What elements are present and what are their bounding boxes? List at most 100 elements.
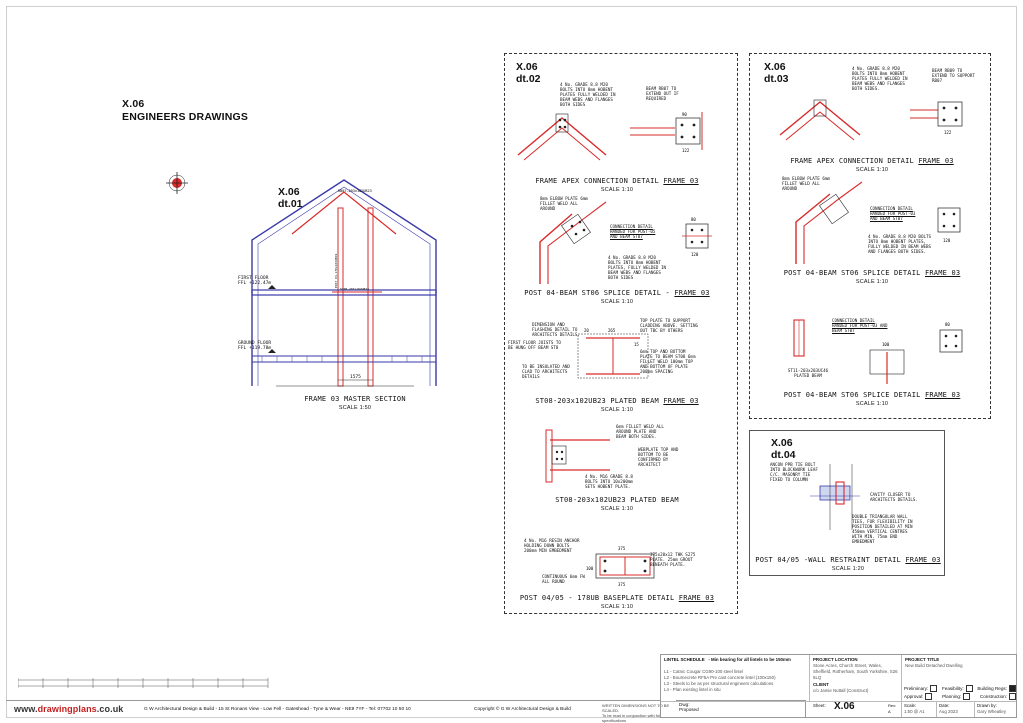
dt04-code: X.06 — [771, 437, 793, 449]
project-title-value: New Build Detached Dwelling — [905, 663, 963, 668]
lintel-item: L4 - Plan existing lintel in situ — [664, 687, 721, 692]
dt01-post-label: POST 04-178x102UB19 — [334, 253, 338, 288]
title-block: LINTEL SCHEDULE - Min bearing for all li… — [660, 654, 1017, 718]
dt03-splice2-caption-text: POST 04-BEAM ST06 SPLICE DETAIL — [783, 391, 921, 399]
dt01-id: dt.01 — [278, 198, 303, 210]
project-title: PROJECT TITLE New Build Detached Dwellin… — [902, 655, 1018, 683]
lintel-min-bearing: - Min bearing for all lintels to be 150m… — [708, 657, 791, 662]
first-floor-ffl: FFL +122.47m — [238, 281, 272, 286]
dt02-splice-note1: 8mm ELBOW PLATE 6mm FILLET WELD ALL AROU… — [540, 196, 588, 211]
footer-strip: www.drawingplans.co.uk G W Architectural… — [6, 700, 669, 723]
dt02-plated2-note1: 6mm FILLET WELD ALL AROUND PLATE AND BEA… — [616, 424, 664, 439]
dt01-ground-floor: GROUND FLOOR FFL +119.78m — [238, 341, 271, 351]
rev-cell: Rev: A — [886, 701, 902, 717]
dt02-plated-dim-15: 15 — [634, 342, 639, 347]
approval-approval[interactable]: Approval: — [904, 693, 933, 701]
dt02-plated-note5: 6mm TOP AND BOTTOM PLATE TO BEAM ST08 6m… — [640, 349, 696, 374]
dt03-splice-frame-link[interactable]: FRAME 03 — [924, 269, 961, 277]
dt02-plated-note1: DIMENSION AND FLASHING DETAIL TO ARCHITE… — [532, 322, 580, 337]
approval-building-regs[interactable]: Building Regs: — [977, 685, 1016, 693]
dt02-plated-caption-text: ST08-203x102UB23 PLATED BEAM — [535, 397, 659, 405]
dt02-apex-caption: FRAME APEX CONNECTION DETAIL FRAME 03 SC… — [522, 177, 712, 195]
dt01-caption: FRAME 03 MASTER SECTION SCALE 1:50 — [280, 395, 430, 413]
dt03-splice2-dim-80: 80 — [945, 322, 950, 327]
dwg-cell: Dwg: Proposed — [676, 700, 806, 718]
dt03-splice2-frame-link[interactable]: FRAME 03 — [924, 391, 961, 399]
dt02-plated-note3: TO BE INSULATED AND CLAD TO ARCHITECTS D… — [522, 364, 570, 379]
dt03-apex-caption-text: FRAME APEX CONNECTION DETAIL — [790, 157, 914, 165]
copyright: Copyright © G W Architectural Design & B… — [474, 707, 571, 712]
approval-preliminary[interactable]: Preliminary: — [904, 685, 938, 693]
rev-value: A — [888, 709, 891, 714]
dt02-base-caption: POST 04/05 - 178UB BASEPLATE DETAIL FRAM… — [512, 594, 722, 612]
dt04-frame-link[interactable]: FRAME 03 — [905, 556, 941, 564]
sheet-label: Sheet: — [813, 703, 826, 708]
dt02-plated2-caption: ST08-203x102UB23 PLATED BEAM SCALE 1:10 — [512, 496, 722, 514]
dt02-base-note2: 375x20x12 THK S275 PLATE. 25mm GROUT BEN… — [650, 552, 696, 567]
dt02-apex-note1: 4 No. GRADE 8.8 M20 BOLTS INTO 8mm HOBEN… — [560, 82, 616, 107]
dt03-heading: X.06 dt.03 — [764, 61, 789, 85]
dt04-scale: SCALE 1:20 — [831, 566, 865, 572]
lintel-item: L3 - Steels to be as per structural engi… — [664, 681, 774, 686]
dt01-first-floor: FIRST FLOOR FFL +122.47m — [238, 276, 271, 286]
preliminary-checkbox[interactable] — [930, 685, 938, 693]
brand-suffix: .co.uk — [96, 704, 124, 714]
approval-construction[interactable]: Construction: — [980, 693, 1016, 701]
blank-cell — [661, 701, 810, 717]
dt02-plated-caption: ST08-203x102UB23 PLATED BEAM FRAME 03 SC… — [512, 397, 722, 415]
dt02-id: dt.02 — [516, 73, 541, 85]
location-value: Stone Acres, Church Street, Wales, Sheff… — [813, 663, 898, 680]
dt03-panel — [749, 53, 991, 419]
lintel-heading: LINTEL SCHEDULE — [664, 657, 705, 662]
dt02-splice-caption: POST 04-BEAM ST06 SPLICE DETAIL - FRAME … — [512, 289, 722, 307]
dt03-dim-122: 122 — [944, 130, 952, 135]
dt03-splice2-dim-100: 100 — [882, 342, 890, 347]
construction-checkbox[interactable] — [1009, 693, 1016, 701]
sheet-border — [6, 6, 1017, 718]
dt04-drawing — [810, 464, 860, 530]
approval-checkbox[interactable] — [925, 693, 933, 701]
dt02-dim-90: 90 — [682, 112, 687, 117]
dt02-plated2-note3: 4 No. M16 GRADE 8.8 BOLTS INTO 10x200mm … — [585, 474, 633, 489]
dt02-splice-frame-link[interactable]: FRAME 03 — [674, 289, 710, 297]
dt01-scale: SCALE 1:50 — [338, 405, 372, 411]
feasibility-checkbox[interactable] — [965, 685, 973, 693]
dt02-base-drawing: 375 375 100 — [586, 546, 655, 587]
dt02-apex-note2: BEAM RB07 TO EXTEND OUT IF REQUIRED — [646, 86, 679, 101]
dt01-drawing: 1575 RB07-203x102UB23 ST08-203x102UB23 P… — [251, 179, 437, 387]
disclaimer: WRITTEN DIMENSIONS NOT TO BE SCALED. To … — [602, 703, 682, 723]
dt03-splice-dim-120: 120 — [943, 238, 951, 243]
dt02-plated-frame-link[interactable]: FRAME 03 — [663, 397, 699, 405]
dt02-apex-frame-link[interactable]: FRAME 03 — [663, 177, 699, 185]
dt02-base-note1: 4 No. M16 RESIN ANCHOR HOLDING DOWN BOLT… — [524, 538, 580, 553]
dt04-note3: DOUBLE TRIANGULAR WALL TIES, FOR FLEXIBI… — [852, 514, 913, 544]
sheet-title: ENGINEERS DRAWINGS — [122, 111, 249, 123]
brand-logo[interactable]: www.drawingplans.co.uk — [14, 704, 123, 714]
planning-checkbox[interactable] — [963, 693, 971, 701]
dt03-splice-caption-text: POST 04-BEAM ST06 SPLICE DETAIL — [783, 269, 921, 277]
approval-label: Approval: — [904, 694, 924, 699]
dt04-heading: X.06 dt.04 — [771, 437, 796, 461]
dt01-code: X.06 — [278, 186, 300, 198]
building-regs-checkbox[interactable] — [1008, 685, 1016, 693]
building-regs-label: Building Regs: — [977, 686, 1007, 691]
dt02-base-dim-375b: 375 — [618, 582, 626, 587]
approval-feasibility[interactable]: Feasibility: — [942, 685, 973, 693]
dt03-splice-note1: 8mm ELBOW PLATE 6mm FILLET WELD ALL AROU… — [782, 176, 830, 191]
approval-planning[interactable]: Planning: — [942, 693, 971, 701]
dt03-splice2-drawing: 100 80 — [793, 319, 963, 384]
dt04-caption-text: POST 04/05 -WALL RESTRAINT DETAIL — [755, 556, 901, 564]
dt04-note2: CAVITY CLOSER TO ARCHITECTS DETAILS. — [870, 492, 918, 502]
dt02-splice-separator: - — [661, 289, 675, 297]
first-floor-label: FIRST FLOOR — [238, 276, 269, 281]
feasibility-label: Feasibility: — [941, 686, 964, 691]
project-location: PROJECT LOCATION Stone Acres, Church Str… — [810, 655, 902, 701]
dt03-apex-frame-link[interactable]: FRAME 03 — [918, 157, 954, 165]
dt04-panel — [749, 430, 945, 576]
dt02-splice-note3: 4 No. GRADE 8.8 M20 BOLTS INTO 8mm HOBEN… — [608, 255, 666, 280]
dt02-splice-caption-text: POST 04-BEAM ST06 SPLICE DETAIL — [524, 289, 662, 297]
dt02-base-frame-link[interactable]: FRAME 03 — [678, 594, 715, 602]
lintel-items: L1 - Catnic Cougar CG90-100 steel lintel… — [664, 669, 806, 693]
dt02-plated-dim-265: 265 — [608, 328, 616, 333]
dt01-caption-text: FRAME 03 MASTER SECTION — [304, 395, 406, 403]
